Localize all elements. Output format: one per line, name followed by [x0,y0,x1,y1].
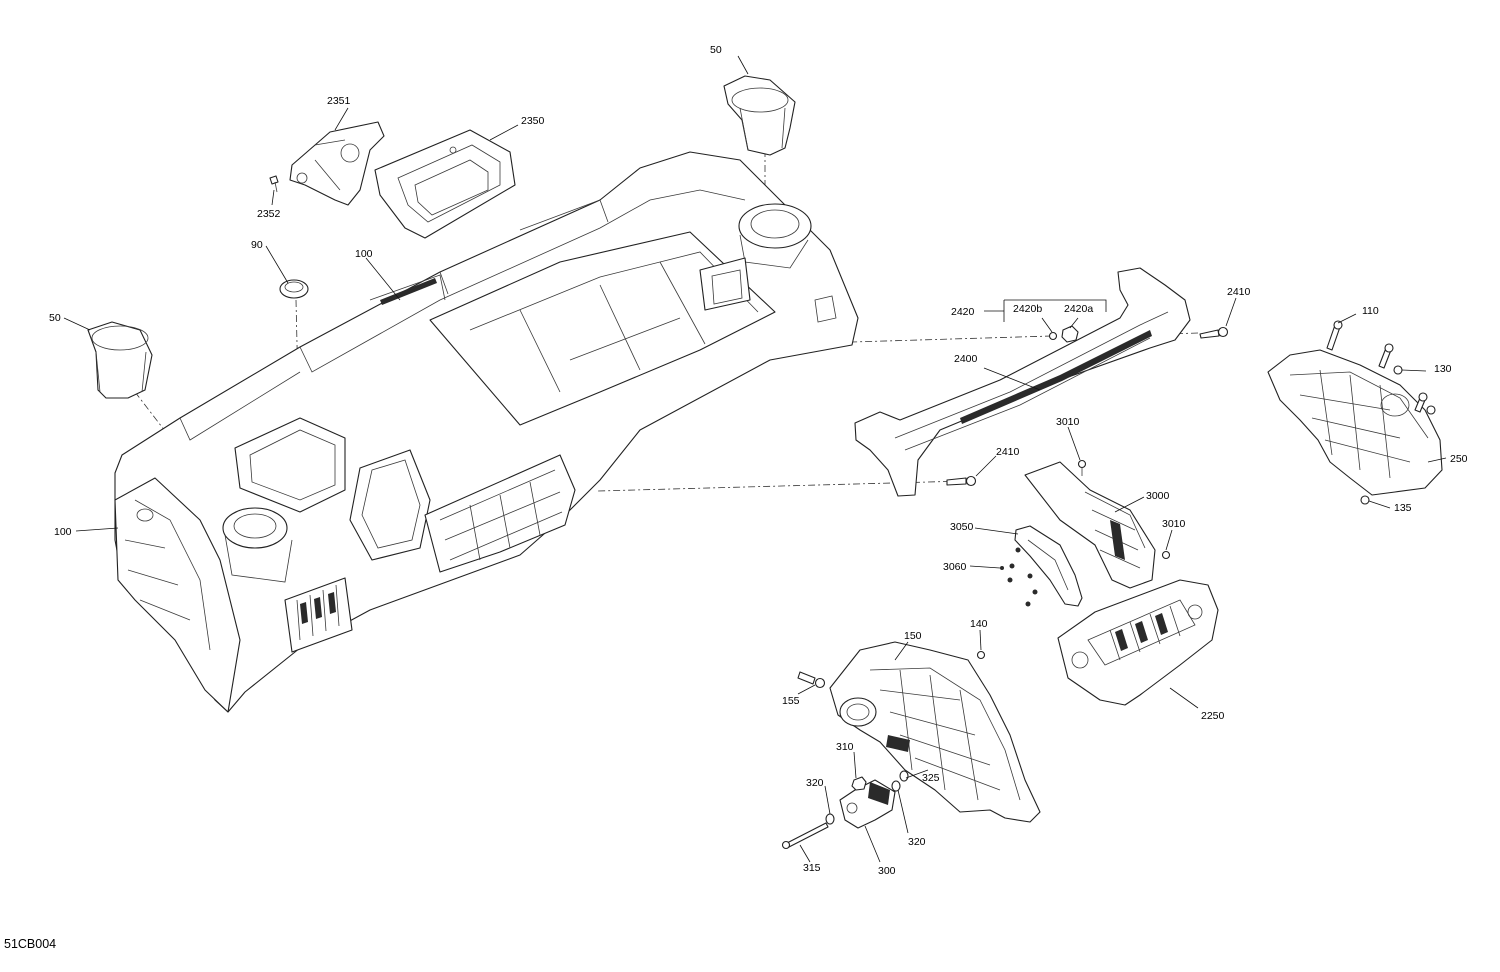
callout-100-top: 100 [355,248,373,260]
callout-250: 250 [1450,453,1468,465]
callout-325: 325 [922,772,940,784]
washer-320-a [825,813,835,825]
bolt-155 [797,671,826,689]
bolt-130-a [1393,365,1403,375]
leader-lines [63,55,1447,863]
callout-3000: 3000 [1146,490,1170,502]
bolt-315 [781,822,829,850]
callout-150: 150 [904,630,922,642]
callout-50-top: 50 [710,44,722,56]
bracket-2351 [289,121,385,206]
screw-3010-mid [1161,550,1171,560]
bolt-110-b [1378,343,1394,369]
callout-3060: 3060 [943,561,967,573]
callout-100-left: 100 [54,526,72,538]
callout-320-a: 320 [806,777,824,789]
screw-3010-top [1077,459,1087,476]
callout-130: 130 [1434,363,1452,375]
screw-2352 [269,175,279,193]
callout-50-left: 50 [49,312,61,324]
side-panel-150 [829,641,1041,823]
callout-90: 90 [251,239,263,251]
callout-labels: 50 2351 2350 2352 90 100 50 100 2420 242… [49,44,1468,877]
nut-135 [1360,495,1370,505]
bracket-3000 [1024,461,1156,589]
nut-2420a [1061,325,1079,343]
callout-2400: 2400 [954,353,978,365]
cross-bar-2400 [854,267,1191,497]
callout-310: 310 [836,741,854,753]
callout-2420: 2420 [951,306,975,318]
cup-holder-50-left [87,321,153,399]
bolt-2410-top [1199,326,1229,339]
callout-155: 155 [782,695,800,707]
nut-310 [851,776,867,791]
washer-2420b [1048,331,1058,341]
callout-300: 300 [878,865,896,877]
callout-3050: 3050 [950,521,974,533]
washer-325 [899,770,909,782]
callout-2410-top: 2410 [1227,286,1251,298]
cup-holder-50-top [723,75,796,156]
callout-2352: 2352 [257,208,281,220]
fasteners-3060 [1000,547,1038,607]
callout-3010-mid: 3010 [1162,518,1186,530]
callout-135: 135 [1394,502,1412,514]
bolt-130-b [1414,392,1428,413]
dashboard-body [114,151,859,713]
bracket-300 [839,779,896,829]
plug-90 [279,279,309,299]
callout-2420a: 2420a [1064,303,1093,315]
vent-panel-2250 [1057,579,1219,706]
callout-2351: 2351 [327,95,351,107]
callout-320-b: 320 [908,836,926,848]
bolt-130-c [1426,405,1436,415]
screw-140 [976,650,986,660]
washer-320-b [891,780,901,792]
callout-2350: 2350 [521,115,545,127]
callout-140: 140 [970,618,988,630]
callout-2410-mid: 2410 [996,446,1020,458]
bracket-3050 [1014,525,1083,607]
callout-315: 315 [803,862,821,874]
callout-2420b: 2420b [1013,303,1042,315]
callout-3010-top: 3010 [1056,416,1080,428]
callout-110: 110 [1362,305,1379,317]
callout-2250: 2250 [1201,710,1225,722]
gauge-cluster-2350 [374,129,516,239]
bolt-110-a [1326,320,1343,351]
bolt-2410-mid [946,475,977,487]
diagram-code: 51CB004 [4,937,56,951]
side-panel-250 [1267,349,1443,496]
